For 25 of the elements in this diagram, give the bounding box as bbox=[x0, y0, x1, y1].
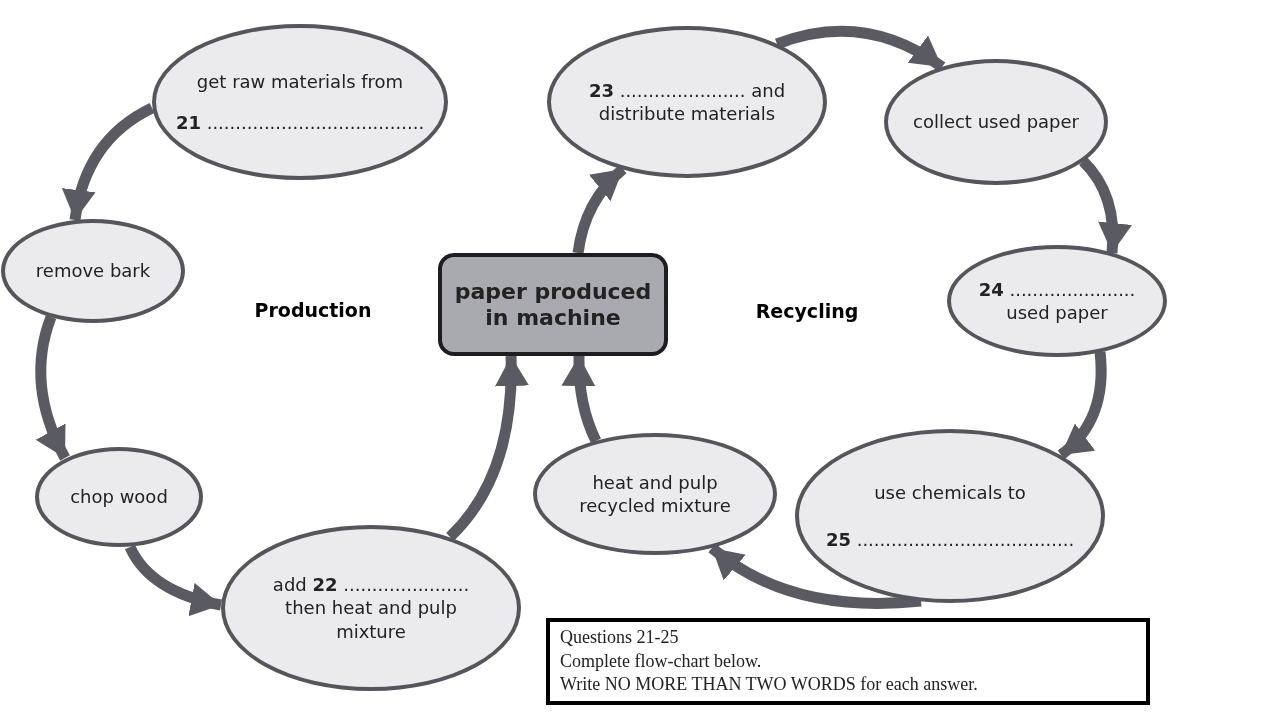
node-text: collect used paper bbox=[913, 110, 1079, 134]
instruction-box bbox=[546, 618, 1150, 705]
node-text: use chemicals to bbox=[874, 480, 1026, 504]
node-text: remove bark bbox=[35, 259, 151, 283]
arrow bbox=[446, 355, 529, 541]
node-text: get raw materials from bbox=[196, 69, 404, 93]
instruction-text: Complete flow-chart below. bbox=[560, 649, 762, 673]
node-text: add 22 ...................... then heat and pulp mixture bbox=[271, 572, 471, 644]
node-text: 21 ...................................... bbox=[175, 111, 425, 135]
node-text: 23 ...................... and distribute materials bbox=[587, 78, 787, 126]
node-text: 24 ...................... used paper bbox=[977, 277, 1137, 325]
instruction-text: Questions 21-25 bbox=[560, 626, 679, 650]
arrow bbox=[125, 544, 223, 616]
arrow bbox=[35, 315, 70, 461]
section-label: Production bbox=[254, 299, 372, 321]
process-box bbox=[438, 253, 668, 356]
section-label: Recycling bbox=[755, 300, 859, 322]
arrow bbox=[775, 25, 946, 72]
arrow bbox=[561, 356, 601, 444]
node-text: paper produced in machine bbox=[453, 279, 653, 330]
node-text: heat and pulp recycled mixture bbox=[578, 470, 732, 518]
node-text: 25 ...................................... bbox=[825, 528, 1075, 552]
instruction-text: Write NO MORE THAN TWO WORDS for each answer. bbox=[560, 673, 978, 697]
arrow bbox=[1079, 157, 1132, 254]
node-text: chop wood bbox=[70, 485, 168, 509]
